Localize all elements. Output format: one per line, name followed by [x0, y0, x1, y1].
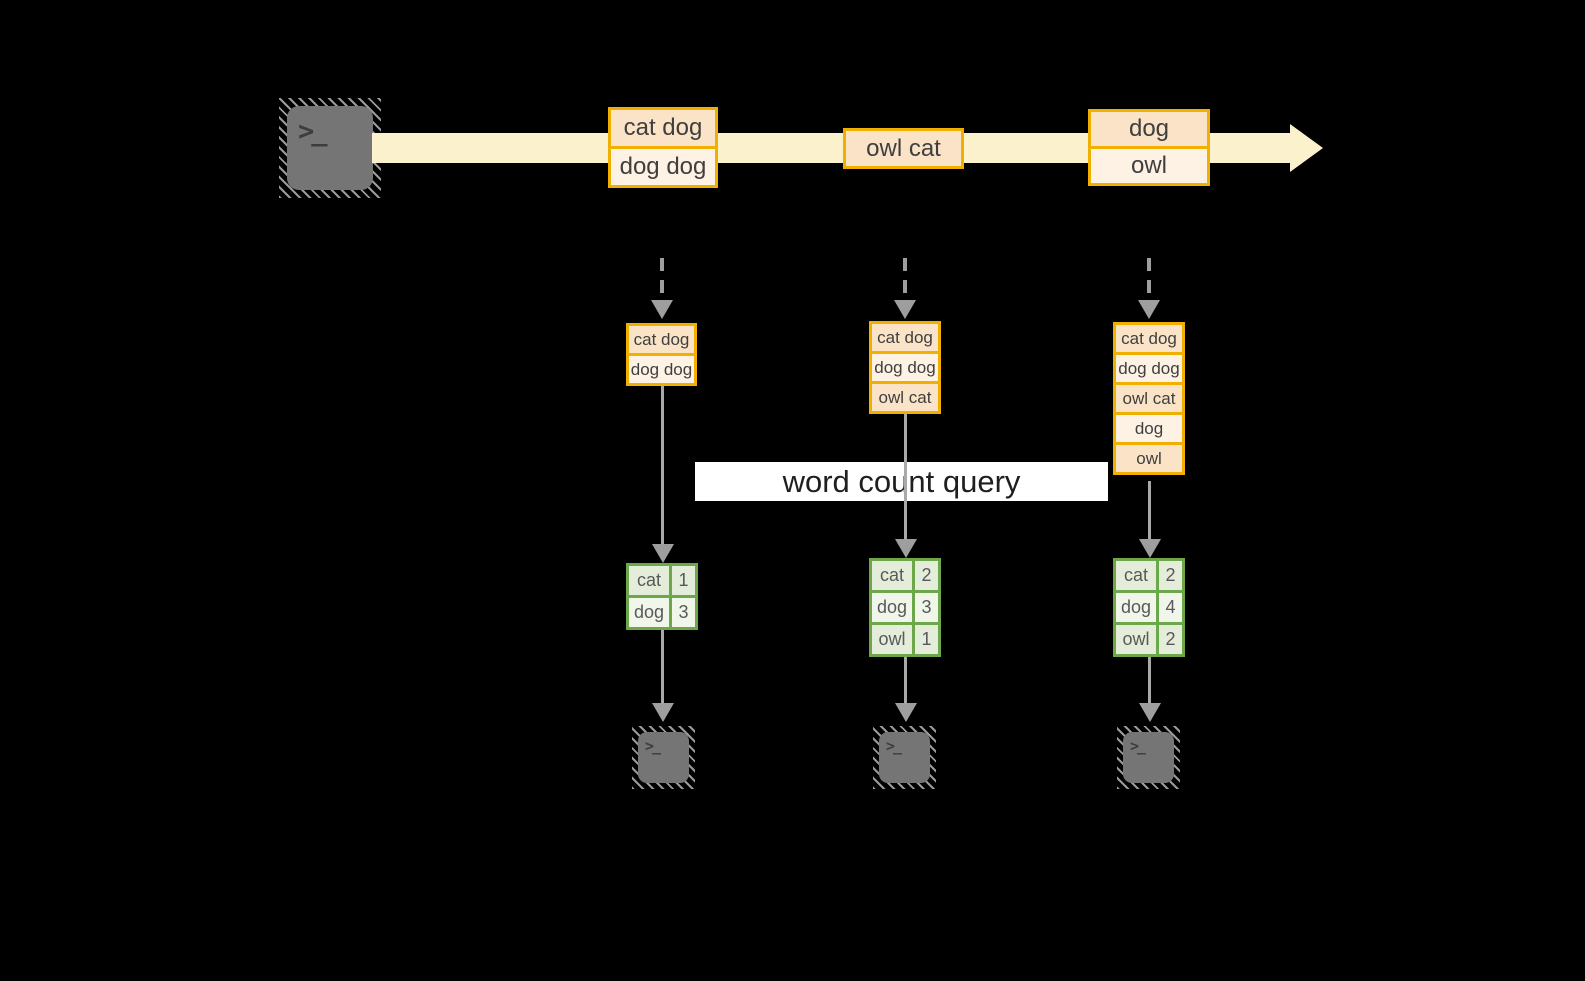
- terminal-window: >_: [638, 732, 689, 783]
- event-line: owl cat: [846, 131, 961, 166]
- stack-item: owl cat: [1116, 385, 1182, 412]
- query-label: word count query: [695, 462, 1108, 501]
- arrowhead-down-icon: [1138, 300, 1160, 319]
- prompt-glyph: >_: [298, 116, 327, 147]
- connector-line: [904, 414, 907, 540]
- sink-terminal-icon: >_: [1117, 726, 1180, 789]
- arrowhead-down-icon: [652, 544, 674, 563]
- connector-line: [661, 386, 664, 545]
- stack-item: dog dog: [872, 354, 938, 381]
- count-cell: 1: [672, 566, 695, 595]
- terminal-window: >_: [879, 732, 930, 783]
- dashed-connector: [660, 258, 664, 302]
- count-table-3: cat 2 dog 4 owl 2: [1113, 558, 1185, 657]
- prompt-glyph: >_: [1130, 737, 1146, 755]
- arrowhead-down-icon: [895, 703, 917, 722]
- sink-terminal-icon: >_: [873, 726, 936, 789]
- word-cell: cat: [872, 561, 912, 590]
- stack-item: dog dog: [1116, 355, 1182, 382]
- event-batch-1: cat dog dog dog: [608, 107, 718, 188]
- event-batch-3: dog owl: [1088, 109, 1210, 186]
- connector-line: [661, 630, 664, 704]
- dashed-connector: [1147, 258, 1151, 302]
- connector-line: [904, 657, 907, 704]
- arrowhead-down-icon: [652, 703, 674, 722]
- stack-item: cat dog: [1116, 325, 1182, 352]
- word-cell: dog: [872, 593, 912, 622]
- count-cell: 3: [915, 593, 938, 622]
- arrowhead-down-icon: [894, 300, 916, 319]
- prompt-glyph: >_: [645, 737, 661, 755]
- word-cell: dog: [1116, 593, 1156, 622]
- stack-item: owl cat: [872, 384, 938, 411]
- count-cell: 2: [915, 561, 938, 590]
- stream-stack-3: cat dog dog dog owl cat dog owl: [1113, 322, 1185, 475]
- word-cell: dog: [629, 598, 669, 627]
- stack-item: cat dog: [629, 326, 694, 353]
- connector-line: [1148, 657, 1151, 704]
- terminal-window: >_: [1123, 732, 1174, 783]
- event-line: dog dog: [611, 149, 715, 185]
- arrowhead-down-icon: [895, 539, 917, 558]
- count-cell: 2: [1159, 625, 1182, 654]
- count-table-2: cat 2 dog 3 owl 1: [869, 558, 941, 657]
- dashed-connector: [903, 258, 907, 302]
- stream-arrow-head: [1290, 124, 1323, 172]
- count-cell: 3: [672, 598, 695, 627]
- stack-item: dog dog: [629, 356, 694, 383]
- count-cell: 4: [1159, 593, 1182, 622]
- word-cell: owl: [872, 625, 912, 654]
- count-cell: 1: [915, 625, 938, 654]
- connector-line: [1148, 481, 1151, 540]
- stack-item: dog: [1116, 415, 1182, 442]
- word-cell: cat: [629, 566, 669, 595]
- arrowhead-down-icon: [1139, 539, 1161, 558]
- stack-item: owl: [1116, 445, 1182, 472]
- count-table-1: cat 1 dog 3: [626, 563, 698, 630]
- terminal-window: >_: [287, 106, 373, 190]
- arrowhead-down-icon: [1139, 703, 1161, 722]
- event-line: cat dog: [611, 110, 715, 146]
- count-cell: 2: [1159, 561, 1182, 590]
- event-line: dog: [1091, 112, 1207, 146]
- stream-stack-2: cat dog dog dog owl cat: [869, 321, 941, 414]
- word-cell: owl: [1116, 625, 1156, 654]
- event-batch-2: owl cat: [843, 128, 964, 169]
- event-line: owl: [1091, 149, 1207, 183]
- source-terminal-icon: >_: [279, 98, 381, 198]
- prompt-glyph: >_: [886, 737, 902, 755]
- sink-terminal-icon: >_: [632, 726, 695, 789]
- stream-stack-1: cat dog dog dog: [626, 323, 697, 386]
- stack-item: cat dog: [872, 324, 938, 351]
- arrowhead-down-icon: [651, 300, 673, 319]
- word-cell: cat: [1116, 561, 1156, 590]
